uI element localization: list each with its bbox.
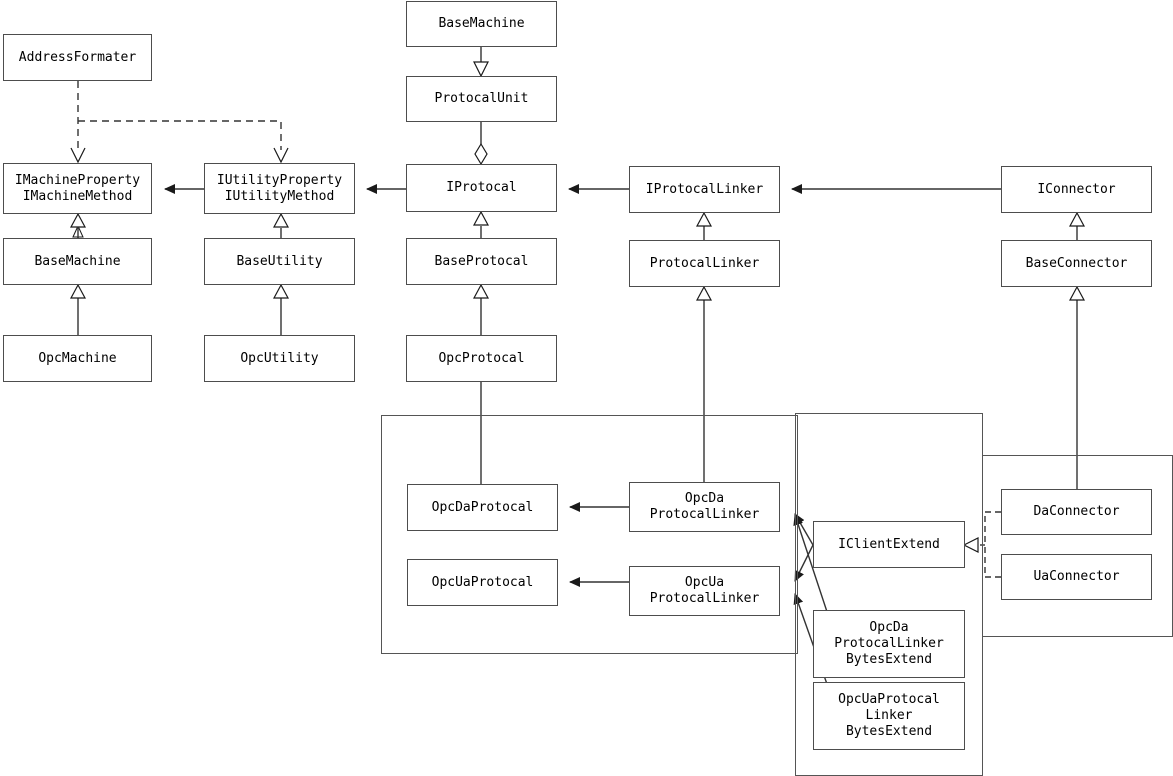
class-box-protocallinker[interactable]: ProtocalLinker	[629, 240, 780, 287]
class-box-baseutility[interactable]: BaseUtility	[204, 238, 355, 285]
class-box-addressformater[interactable]: AddressFormater	[3, 34, 152, 81]
class-box-iclientextend[interactable]: IClientExtend	[813, 521, 965, 568]
class-box-iprotocal[interactable]: IProtocal	[406, 164, 557, 212]
class-box-imachineproperty-method[interactable]: IMachineProperty IMachineMethod	[3, 163, 152, 214]
class-box-iconnector[interactable]: IConnector	[1001, 166, 1152, 213]
class-box-opcdaprotocallinker[interactable]: OpcDa ProtocalLinker	[629, 482, 780, 532]
class-box-iprotocallinker[interactable]: IProtocalLinker	[629, 166, 780, 213]
class-box-opcprotocal[interactable]: OpcProtocal	[406, 335, 557, 382]
class-box-basemachine-top[interactable]: BaseMachine	[406, 1, 557, 47]
class-box-opcdaprotocal[interactable]: OpcDaProtocal	[407, 484, 558, 531]
class-box-baseprotocal[interactable]: BaseProtocal	[406, 238, 557, 285]
class-box-opcutility[interactable]: OpcUtility	[204, 335, 355, 382]
class-box-basemachine[interactable]: BaseMachine	[3, 238, 152, 285]
class-box-protocalunit[interactable]: ProtocalUnit	[406, 76, 557, 122]
class-box-opcmachine[interactable]: OpcMachine	[3, 335, 152, 382]
group-protocal-linker	[381, 415, 798, 654]
class-box-opcdaprotocallinkerbytesextend[interactable]: OpcDa ProtocalLinker BytesExtend	[813, 610, 965, 678]
class-box-opcuaprotocal[interactable]: OpcUaProtocal	[407, 559, 558, 606]
class-box-uaconnector[interactable]: UaConnector	[1001, 554, 1152, 600]
class-box-opcuaprotocallinkerbytesextend[interactable]: OpcUaProtocal Linker BytesExtend	[813, 682, 965, 750]
group-connector	[982, 455, 1173, 637]
class-box-daconnector[interactable]: DaConnector	[1001, 489, 1152, 535]
class-box-opcuaprotocallinker[interactable]: OpcUa ProtocalLinker	[629, 566, 780, 616]
edge-addressformater-to-iutility	[78, 120, 282, 150]
class-box-iutilityproperty-method[interactable]: IUtilityProperty IUtilityMethod	[204, 163, 355, 214]
class-box-baseconnector[interactable]: BaseConnector	[1001, 240, 1152, 287]
